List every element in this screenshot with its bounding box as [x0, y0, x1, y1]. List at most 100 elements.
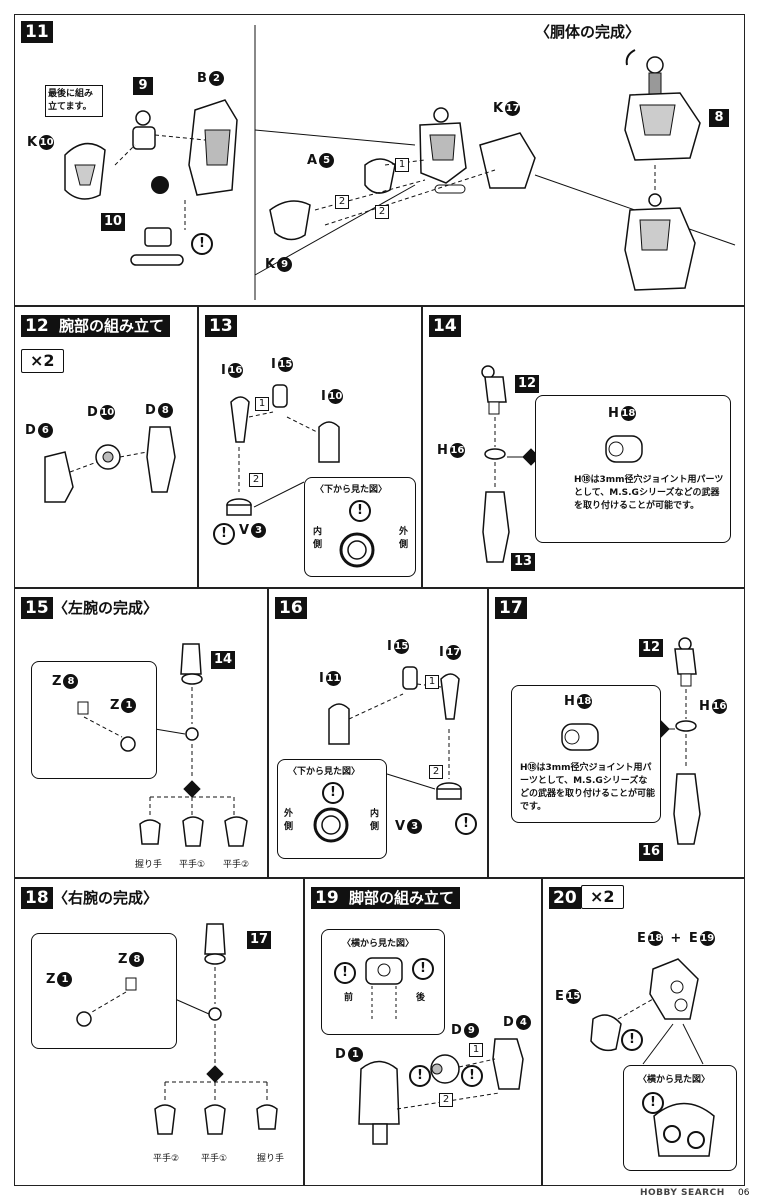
step-11-diagram [64, 25, 736, 300]
order-1: 1 [425, 675, 439, 689]
order-1: 1 [255, 397, 269, 411]
step-11-panel: 11 〈胴体の完成〉 最後に組み立てます。 [14, 14, 745, 306]
info-note: H⑱は3mm径穴ジョイント用パーツとして、M.S.Gシリーズなどの武器を取り付け… [520, 763, 656, 812]
caution-icon: ! [642, 1092, 664, 1114]
step-19-diagram [358, 1038, 524, 1145]
step-number: 16 [275, 597, 307, 619]
part-tag-9: 9 [133, 77, 153, 95]
step-number: 19 [311, 887, 343, 909]
part-tag-14: 14 [211, 651, 236, 669]
step-12-diagram [44, 426, 176, 503]
side-view-inset: 〈横から見た図〉 ! [623, 1065, 737, 1171]
order-1: 1 [395, 158, 409, 172]
caution-icon: ! [621, 1029, 643, 1051]
outer-label: 外側 [399, 527, 409, 550]
back-label: 後 [416, 993, 426, 1003]
hand-label-flat1: 平手① [201, 1154, 228, 1164]
step-number: 13 [205, 315, 237, 337]
caution-icon: ! [349, 500, 371, 522]
step-title: 腕部の組み立て [53, 315, 171, 337]
h18-part-drawing [605, 435, 643, 463]
bottom-view-inset: 〈下から見た図〉 内側 外側 ! [304, 477, 416, 577]
step-number: 18 [21, 887, 53, 909]
step-subtitle: 〈胴体の完成〉 [535, 23, 641, 41]
step-15-diagram [139, 643, 248, 847]
step-16-diagram [313, 666, 462, 843]
step-number: 20 [549, 887, 581, 909]
hand-label-flat2: 平手② [153, 1154, 180, 1164]
h18-part-drawing [561, 723, 599, 751]
inner-label: 内側 [313, 527, 323, 550]
order-2a: 2 [335, 195, 349, 209]
hand-label-flat1: 平手① [179, 860, 206, 870]
step-number: 15 [21, 597, 53, 619]
page-number: 06 [738, 1188, 750, 1198]
order-2: 2 [429, 765, 443, 779]
caution-icon: ! [412, 958, 434, 980]
bottom-view-inset: 〈下から見た図〉 外側 内側 ! [277, 759, 387, 859]
part-tag-12: 12 [639, 639, 664, 657]
order-1: 1 [469, 1043, 483, 1057]
order-2: 2 [439, 1093, 453, 1107]
part-tag-12: 12 [515, 375, 540, 393]
watermark-logo: HOBBY SEARCH [640, 1188, 725, 1198]
step-20-diagram [590, 958, 704, 1065]
step-number: 12 [21, 315, 53, 337]
z-parts-drawing [76, 977, 137, 1027]
part-tag-16: 16 [639, 843, 664, 861]
side-view-inset: 〈横から見た図〉 ! ! 前 後 [321, 929, 445, 1035]
step-number: 17 [495, 597, 527, 619]
hand-label-fist: 握り手 [257, 1154, 285, 1164]
step-number: 14 [429, 315, 461, 337]
caution-icon: ! [455, 813, 477, 835]
info-note: H⑱は3mm径穴ジョイント用パーツとして、M.S.Gシリーズなどの武器を取り付け… [574, 475, 724, 511]
inner-label: 内側 [370, 809, 380, 832]
step-18-diagram [154, 923, 278, 1135]
outer-label: 外側 [284, 809, 294, 832]
caution-icon: ! [213, 523, 235, 545]
quantity-badge: ×2 [21, 349, 64, 373]
step-subtitle: 〈右腕の完成〉 [53, 889, 159, 907]
hand-label-flat2: 平手② [223, 860, 250, 870]
caution-icon: ! [322, 782, 344, 804]
caution-icon: ! [461, 1065, 483, 1087]
hand-label-fist: 握り手 [135, 860, 163, 870]
side-view-drawing [653, 1102, 715, 1157]
